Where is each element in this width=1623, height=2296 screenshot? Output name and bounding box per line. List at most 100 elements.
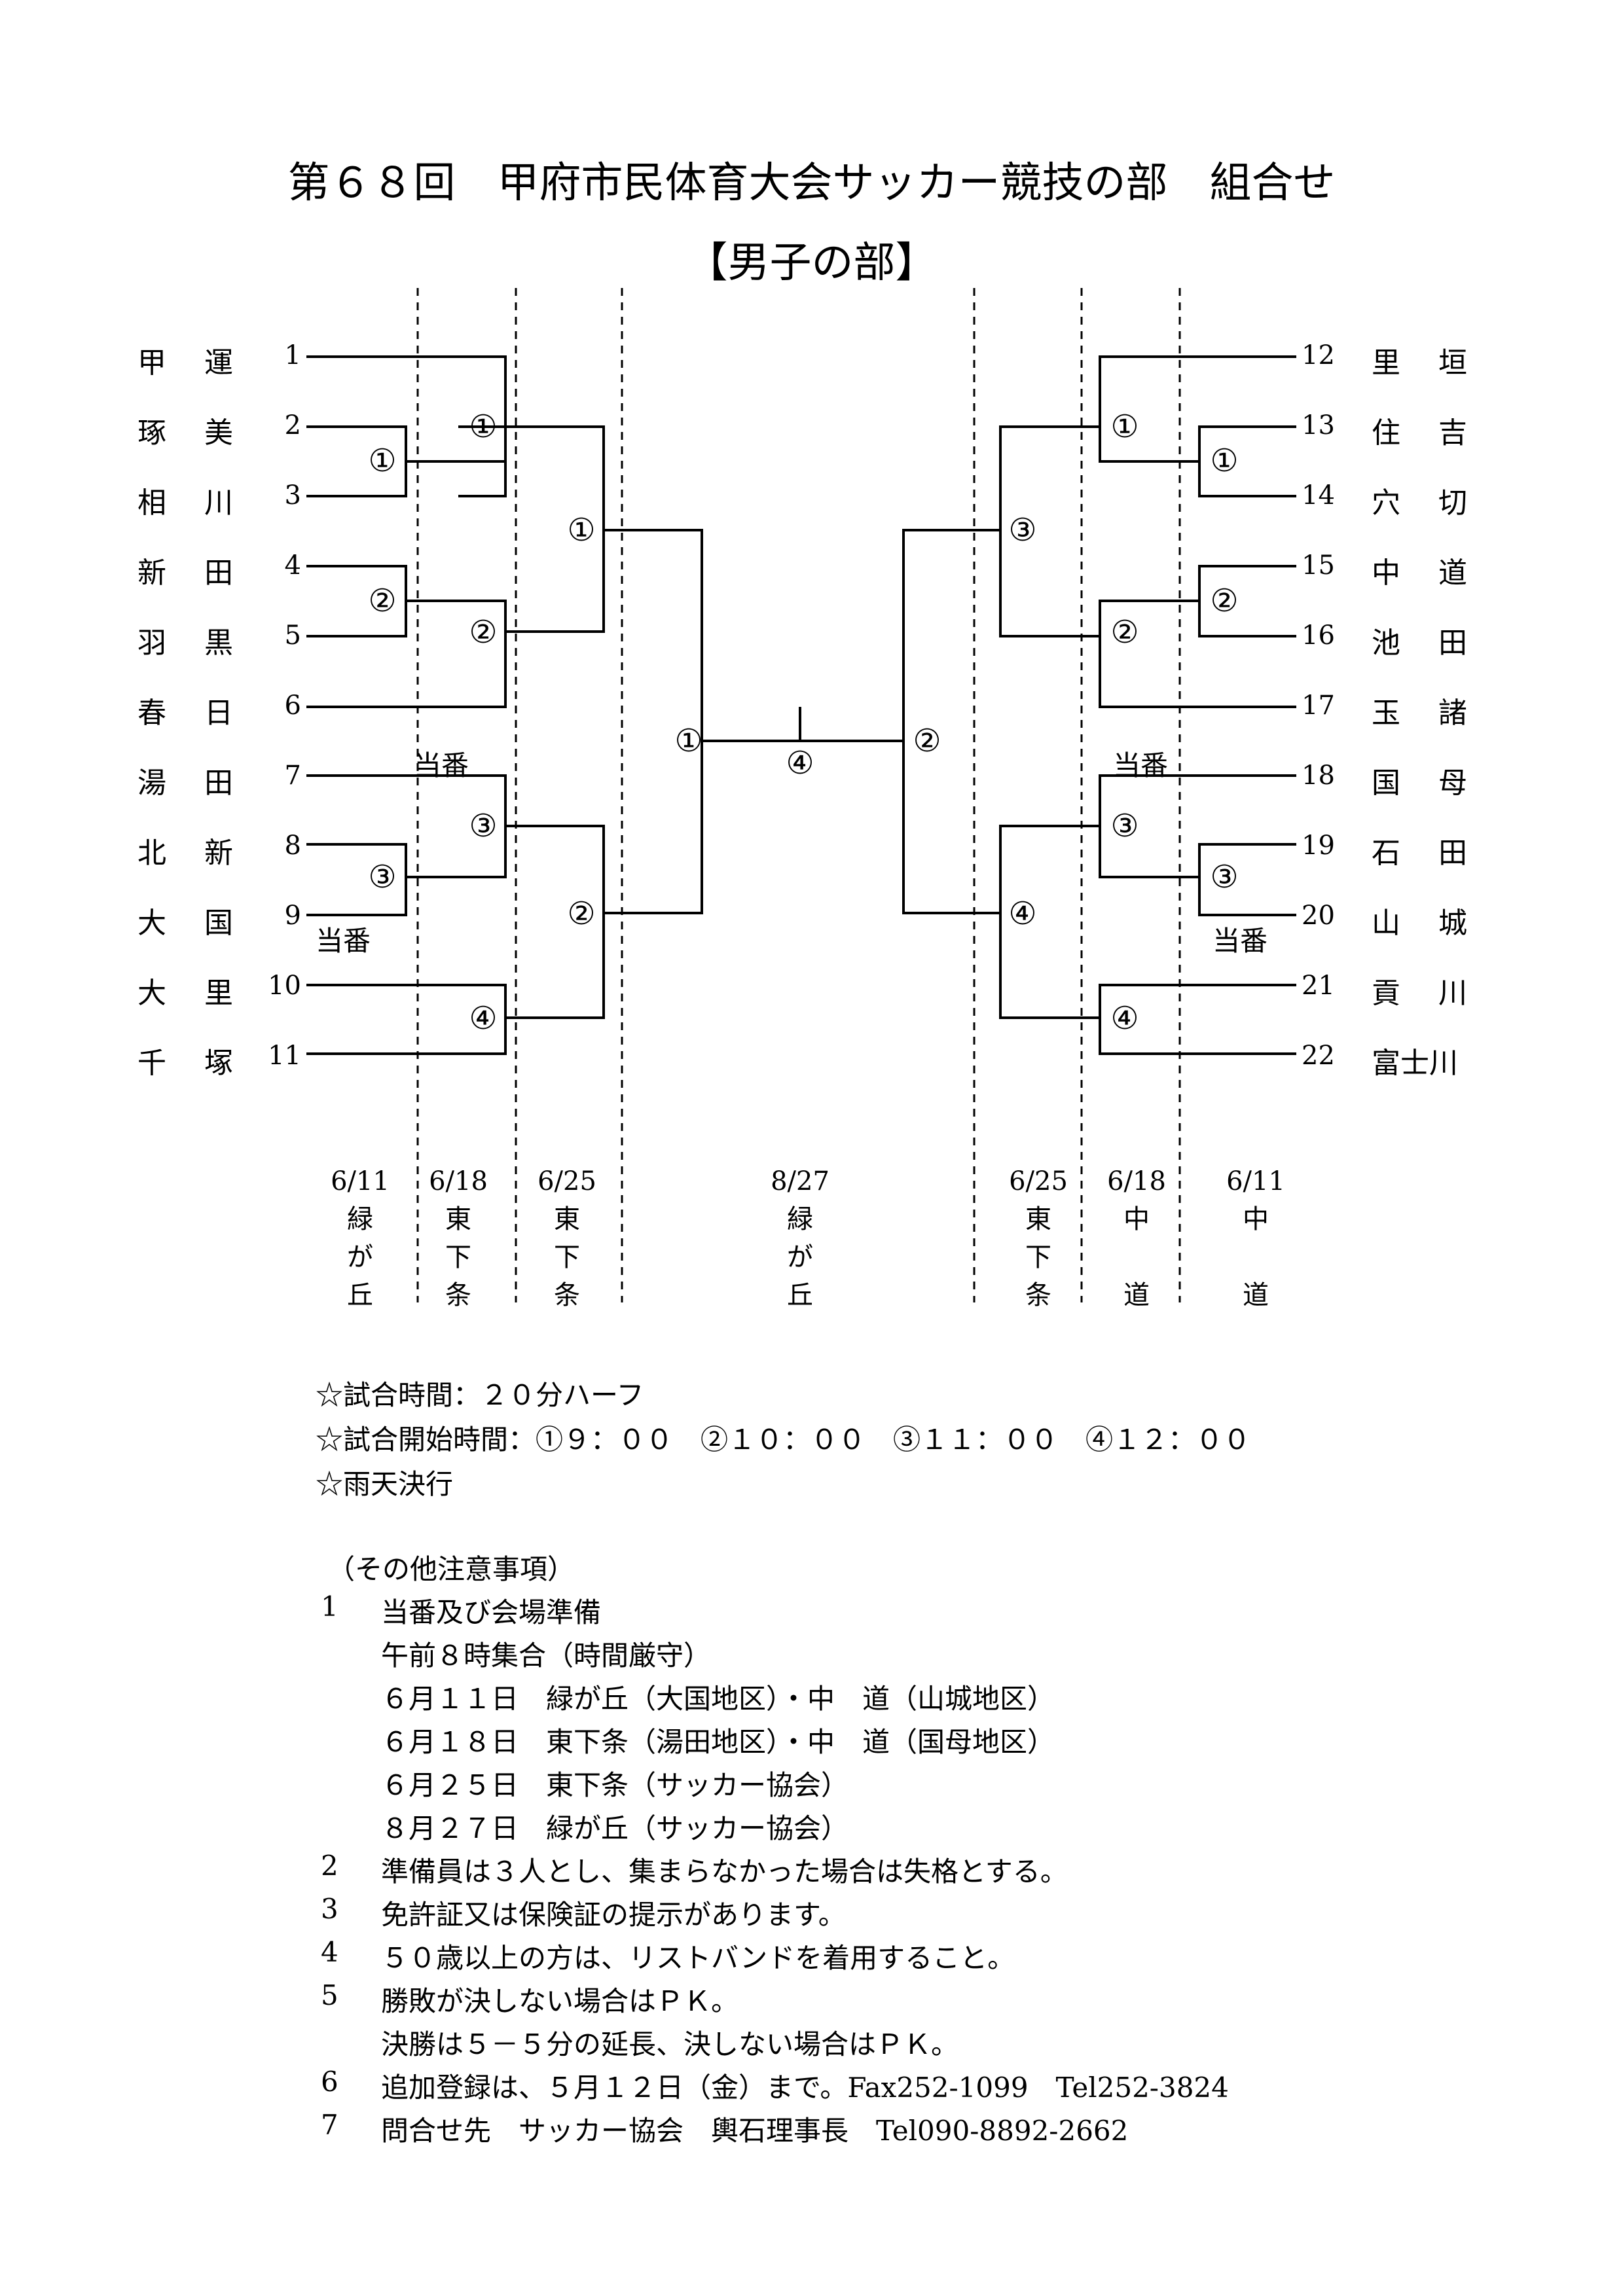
schedule-column: 6/18 東 下 条: [419, 1162, 498, 1314]
schedule-date: 6/25: [1009, 1166, 1068, 1196]
note-text: 準備員は３人とし、集まらなかった場合は失格とする。: [381, 1856, 1068, 1888]
right-team-number: 12: [1302, 340, 1335, 370]
left-team-name: 羽黒: [137, 626, 271, 660]
schedule-column: 6/18 中 道: [1097, 1162, 1176, 1314]
match-marker: ②: [567, 895, 596, 932]
note-text: 免許証又は保険証の提示があります。: [381, 1899, 846, 1931]
schedule-venue-char: 丘: [787, 1280, 813, 1310]
left-team-number: 9: [284, 901, 301, 931]
note-number: 6: [321, 2066, 338, 2098]
final-match-marker: ④: [786, 745, 814, 781]
right-team-number: 13: [1302, 410, 1335, 440]
schedule-venue-char: が: [787, 1242, 813, 1272]
duty-label: 当番: [316, 925, 371, 957]
schedule-date: 6/11: [331, 1166, 390, 1196]
note-text: 追加登録は、５月１２日（金）まで。Fax252-1099 Tel252-3824: [381, 2072, 1229, 2104]
schedule-date: 8/27: [771, 1166, 830, 1196]
match-marker: ③: [469, 808, 498, 844]
page-title: 第６８回 甲府市民体育大会サッカー競技の部 組合せ: [287, 159, 1336, 207]
note-subline: ６月１１日 緑が丘（大国地区）・中 道（山城地区）: [381, 1683, 1055, 1715]
match-marker: ④: [1110, 1000, 1139, 1037]
schedule-column: 6/25 東 下 条: [999, 1162, 1078, 1314]
match-marker: ①: [1110, 408, 1139, 445]
note-number: 2: [321, 1850, 338, 1882]
left-team-number: 8: [284, 831, 301, 861]
right-team-name: 石田: [1372, 836, 1505, 870]
match-marker: ②: [1210, 583, 1239, 619]
note-subline: ６月２５日 東下条（サッカー協会）: [381, 1769, 849, 1801]
left-team-number: 6: [284, 691, 301, 721]
schedule-venue-char: 緑: [347, 1204, 373, 1234]
info-start-times: ☆試合開始時間：①９：００ ②１０：００ ③１１：００ ④１２：００: [316, 1424, 1251, 1456]
schedule-venue-char: 下: [1025, 1242, 1051, 1272]
duty-label: 当番: [1113, 749, 1169, 781]
right-team-name: 穴切: [1372, 486, 1505, 520]
left-team-name: 春日: [137, 696, 271, 730]
schedule-venue-char: 東: [1025, 1204, 1051, 1234]
right-team-number: 19: [1302, 831, 1335, 861]
schedule-venue-char: 中: [1243, 1204, 1269, 1234]
note-text: 勝敗が決しない場合はＰＫ。: [381, 1985, 739, 2017]
match-marker: ①: [469, 408, 498, 445]
right-team-number: 14: [1302, 480, 1335, 511]
note-subline: 決勝は５－５分の延長、決しない場合はＰＫ。: [381, 2028, 959, 2060]
schedule-venue-char: 道: [1243, 1280, 1269, 1310]
match-marker: ②: [913, 723, 941, 759]
info-match-time: ☆試合時間：２０分ハーフ: [316, 1379, 644, 1411]
day-separators: [416, 288, 1181, 1302]
page-subtitle: 【男子の部】: [685, 239, 938, 287]
left-team-name: 大国: [137, 906, 271, 940]
match-marker: ④: [1008, 895, 1037, 932]
note-subline: ６月１８日 東下条（湯田地区）・中 道（国母地区）: [381, 1726, 1055, 1758]
left-team-number: 10: [268, 971, 301, 1001]
note-subline: ８月２７日 緑が丘（サッカー協会）: [381, 1812, 849, 1844]
left-team-number: 1: [284, 340, 301, 370]
right-team-number: 18: [1302, 761, 1335, 791]
schedule-venue-char: 東: [554, 1204, 580, 1234]
left-team-name: 甲運: [137, 346, 271, 380]
note-text: 問合せ先 サッカー協会 輿石理事長 Tel090-8892-2662: [381, 2115, 1129, 2147]
left-team-number: 11: [268, 1041, 301, 1071]
schedule-date: 6/11: [1226, 1166, 1285, 1196]
match-marker: ③: [1110, 808, 1139, 844]
note-number: 4: [321, 1936, 338, 1968]
schedule-venue-char: 中: [1123, 1204, 1150, 1234]
schedule-column: 6/11 緑 が 丘: [321, 1162, 399, 1314]
schedule-column: 6/11 中 道: [1216, 1162, 1295, 1314]
note-text: ５０歳以上の方は、リストバンドを着用すること。: [381, 1942, 1015, 1974]
right-team-name: 池田: [1372, 626, 1505, 660]
schedule-venue-char: 条: [1025, 1280, 1051, 1310]
right-team-name: 玉諸: [1372, 696, 1505, 730]
schedule-venue-char: 条: [554, 1280, 580, 1310]
schedule-venue-char: が: [347, 1242, 373, 1272]
match-marker: ②: [1110, 614, 1139, 651]
match-marker: ②: [368, 583, 397, 619]
notes-header: （その他注意事項）: [327, 1553, 575, 1585]
match-marker: ①: [368, 442, 397, 479]
right-team-name: 富士川: [1372, 1047, 1458, 1080]
schedule-date: 6/18: [429, 1166, 488, 1196]
right-team-name: 里垣: [1372, 346, 1505, 380]
duty-label: 当番: [414, 749, 469, 781]
right-team-name: 中道: [1372, 556, 1505, 590]
schedule-venue-char: 東: [445, 1204, 471, 1234]
note-number: 1: [321, 1590, 338, 1623]
right-team-name: 貢川: [1372, 977, 1505, 1010]
schedule-column: 6/25 東 下 条: [528, 1162, 606, 1314]
schedule-column: 8/27 緑 が 丘: [761, 1162, 839, 1314]
right-team-number: 20: [1302, 901, 1335, 931]
note-number: 7: [321, 2109, 338, 2141]
schedule-venue-char: 緑: [787, 1204, 813, 1234]
schedule-date: 6/25: [538, 1166, 596, 1196]
match-marker: ①: [567, 512, 596, 548]
left-team-number: 3: [284, 480, 301, 511]
left-team-name: 北新: [137, 836, 271, 870]
schedule-venue-char: 条: [445, 1280, 471, 1310]
note-number: 3: [321, 1893, 338, 1925]
match-marker: ④: [469, 1000, 498, 1037]
right-team-number: 15: [1302, 550, 1335, 581]
bracket-lines: [306, 355, 1296, 1055]
left-team-name: 千塚: [137, 1047, 271, 1080]
right-team-number: 21: [1302, 971, 1335, 1001]
